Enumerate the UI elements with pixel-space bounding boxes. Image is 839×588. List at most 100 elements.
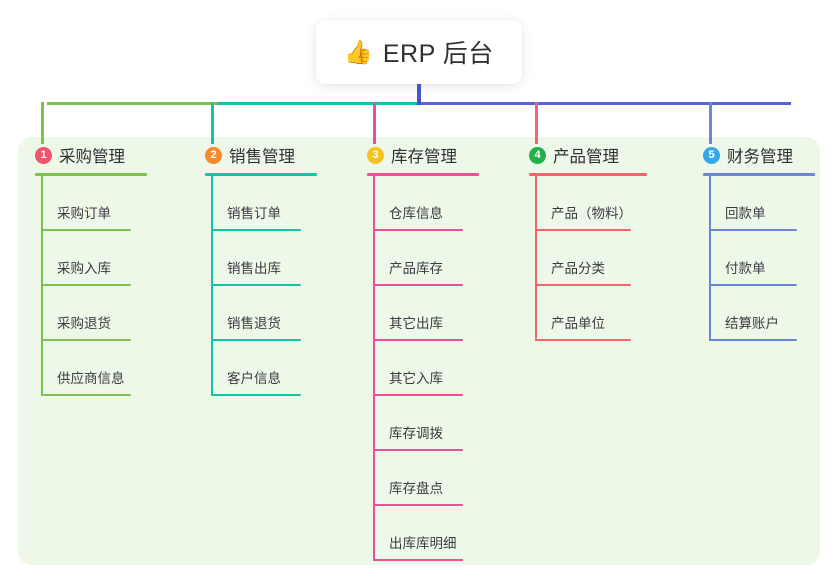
thumbs-up-icon: 👍 — [344, 38, 373, 65]
leaf-item-label: 库存调拨 — [389, 426, 443, 441]
leaf-item-underline — [535, 229, 631, 231]
column-财务管理: 5 财务管理回款单付款单结算账户 — [703, 144, 815, 341]
column-title: 产品管理 — [553, 148, 619, 166]
leaf-item-underline — [41, 284, 131, 286]
leaf-item-label: 仓库信息 — [389, 206, 443, 221]
leaf-item-underline — [211, 229, 301, 231]
leaf-item-underline — [211, 284, 301, 286]
leaf-item-label: 库存盘点 — [389, 481, 443, 496]
root-node-erp-backend[interactable]: 👍 ERP 后台 — [316, 20, 522, 84]
leaf-list-采购管理: 采购订单采购入库采购退货供应商信息 — [35, 176, 147, 396]
leaf-item[interactable]: 产品单位 — [529, 286, 647, 341]
leaf-item[interactable]: 其它出库 — [367, 286, 479, 341]
leaf-item[interactable]: 库存盘点 — [367, 451, 479, 506]
leaf-item-label: 采购入库 — [57, 261, 111, 276]
leaf-item-label: 销售出库 — [227, 261, 281, 276]
drop-connector-财务管理 — [709, 102, 712, 144]
leaf-item-label: 结算账户 — [725, 316, 779, 331]
leaf-item[interactable]: 产品分类 — [529, 231, 647, 286]
column-spine — [41, 176, 43, 396]
leaf-item-underline — [535, 284, 631, 286]
column-title: 财务管理 — [727, 148, 793, 166]
leaf-item[interactable]: 销售出库 — [205, 231, 317, 286]
leaf-item-underline — [535, 339, 631, 341]
column-spine — [709, 176, 711, 341]
leaf-item-label: 客户信息 — [227, 371, 281, 386]
bus-segment-left — [47, 102, 217, 105]
column-产品管理: 4 产品管理产品（物料） 产品分类产品单位 — [529, 144, 647, 341]
drop-connector-产品管理 — [535, 102, 538, 144]
leaf-item-label: 销售订单 — [227, 206, 281, 221]
leaf-item-underline — [709, 339, 797, 341]
leaf-item-label: 采购退货 — [57, 316, 111, 331]
leaf-item[interactable]: 采购退货 — [35, 286, 147, 341]
leaf-item-underline — [41, 339, 131, 341]
leaf-item[interactable]: 仓库信息 — [367, 176, 479, 231]
leaf-item-underline — [211, 394, 301, 396]
diagram-background-panel — [18, 137, 820, 565]
leaf-item-underline — [373, 559, 463, 561]
column-spine — [211, 176, 213, 396]
leaf-item-underline — [373, 339, 463, 341]
column-header-产品管理[interactable]: 4 产品管理 — [529, 144, 647, 166]
leaf-list-销售管理: 销售订单销售出库销售退货客户信息 — [205, 176, 317, 396]
leaf-item-label: 产品库存 — [389, 261, 443, 276]
column-underline — [367, 173, 479, 176]
root-node-title: ERP 后台 — [382, 40, 494, 68]
leaf-item-underline — [41, 229, 131, 231]
leaf-item-underline — [211, 339, 301, 341]
leaf-item[interactable]: 出库库明细 — [367, 506, 479, 561]
leaf-list-产品管理: 产品（物料） 产品分类产品单位 — [529, 176, 647, 341]
leaf-item-label: 产品（物料） — [551, 206, 632, 221]
leaf-item[interactable]: 供应商信息 — [35, 341, 147, 396]
leaf-item-label: 付款单 — [725, 261, 766, 276]
leaf-item-underline — [709, 229, 797, 231]
column-header-财务管理[interactable]: 5 财务管理 — [703, 144, 815, 166]
leaf-item-label: 其它出库 — [389, 316, 443, 331]
leaf-item[interactable]: 产品（物料） — [529, 176, 647, 231]
leaf-item[interactable]: 客户信息 — [205, 341, 317, 396]
bus-segment-mid — [217, 102, 419, 105]
leaf-list-财务管理: 回款单付款单结算账户 — [703, 176, 815, 341]
column-采购管理: 1 采购管理采购订单采购入库采购退货供应商信息 — [35, 144, 147, 396]
leaf-item-underline — [41, 394, 131, 396]
leaf-item[interactable]: 库存调拨 — [367, 396, 479, 451]
leaf-item-label: 其它入库 — [389, 371, 443, 386]
column-underline — [35, 173, 147, 176]
leaf-item[interactable]: 采购入库 — [35, 231, 147, 286]
leaf-item-underline — [373, 229, 463, 231]
column-spine — [373, 176, 375, 561]
column-title: 采购管理 — [59, 148, 125, 166]
leaf-item[interactable]: 采购订单 — [35, 176, 147, 231]
leaf-item[interactable]: 结算账户 — [703, 286, 815, 341]
column-underline — [529, 173, 647, 176]
column-underline — [205, 173, 317, 176]
drop-connector-采购管理 — [41, 102, 44, 144]
leaf-item-underline — [373, 449, 463, 451]
leaf-item-label: 供应商信息 — [57, 371, 125, 386]
column-spine — [535, 176, 537, 341]
leaf-item-label: 产品单位 — [551, 316, 605, 331]
leaf-item[interactable]: 销售退货 — [205, 286, 317, 341]
leaf-item[interactable]: 付款单 — [703, 231, 815, 286]
bus-segment-right — [419, 102, 791, 105]
column-库存管理: 3 库存管理仓库信息产品库存其它出库其它入库库存调拨库存盘点出库库明细 — [367, 144, 479, 561]
leaf-item-underline — [709, 284, 797, 286]
leaf-item[interactable]: 销售订单 — [205, 176, 317, 231]
leaf-item-label: 出库库明细 — [389, 536, 457, 551]
column-number-badge: 4 — [529, 146, 546, 164]
leaf-item[interactable]: 回款单 — [703, 176, 815, 231]
leaf-item[interactable]: 产品库存 — [367, 231, 479, 286]
column-number-badge: 1 — [35, 146, 52, 164]
drop-connector-库存管理 — [373, 102, 376, 144]
column-header-库存管理[interactable]: 3 库存管理 — [367, 144, 479, 166]
column-title: 库存管理 — [391, 148, 457, 166]
column-number-badge: 5 — [703, 146, 720, 164]
column-header-采购管理[interactable]: 1 采购管理 — [35, 144, 147, 166]
leaf-item[interactable]: 其它入库 — [367, 341, 479, 396]
column-number-badge: 3 — [367, 146, 384, 164]
column-number-badge: 2 — [205, 146, 222, 164]
